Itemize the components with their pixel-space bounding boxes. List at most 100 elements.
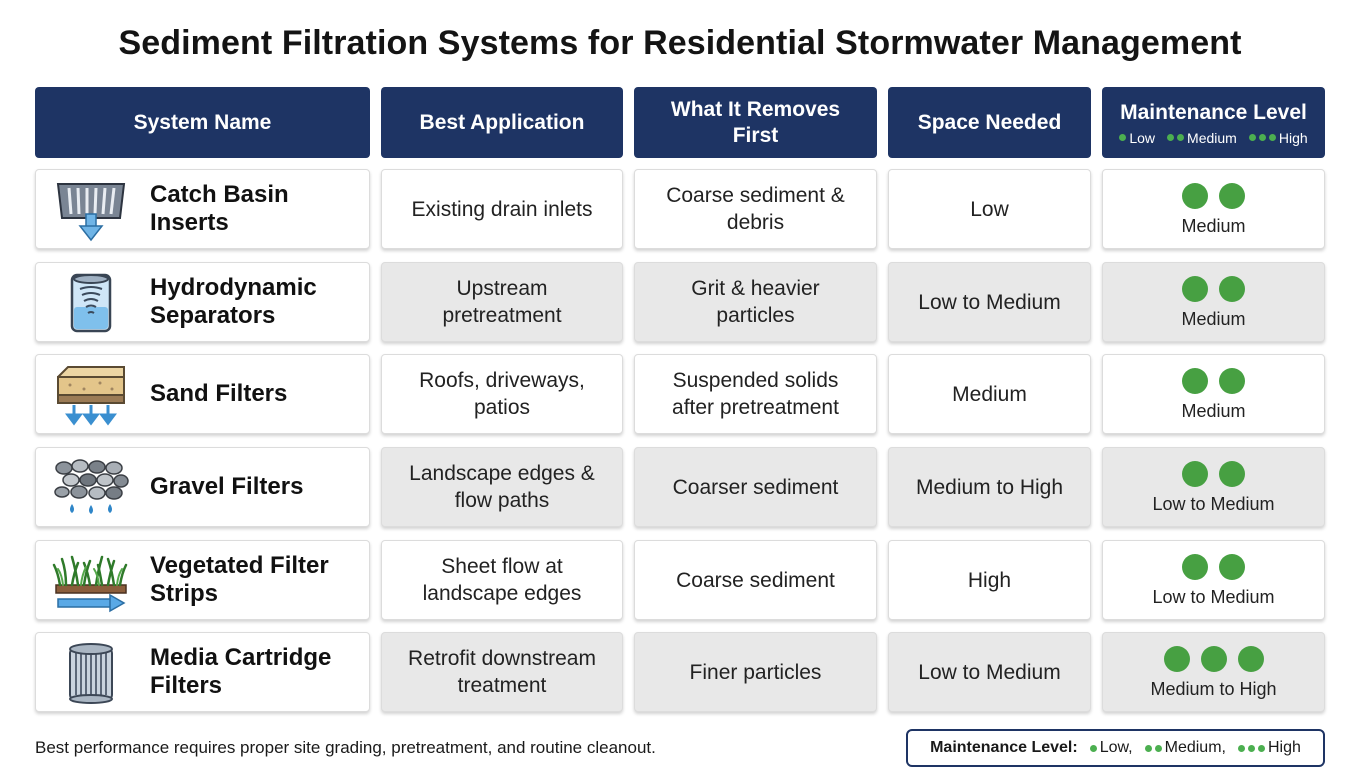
table-cell-application: Roofs, driveways, patios: [381, 354, 623, 434]
legend-medium: Medium,: [1144, 739, 1226, 757]
space-needed: Low to Medium: [918, 290, 1061, 314]
maintenance-dot: [1219, 554, 1245, 580]
header-system-name: System Name: [35, 87, 370, 158]
maintenance-dots: [1182, 183, 1245, 209]
space-needed: Medium to High: [915, 475, 1064, 499]
table-cell-maintenance: Medium: [1102, 169, 1325, 249]
best-application: Landscape edges & flow paths: [409, 462, 595, 512]
best-application: Existing drain inlets: [411, 197, 593, 221]
table-cell-name: Gravel Filters: [35, 447, 370, 527]
system-name: Vegetated Filter Strips: [150, 552, 329, 607]
catch-basin-grate-icon: [50, 178, 132, 242]
header-removes-first-label: What It Removes First: [670, 97, 841, 147]
removes-first: Coarse sediment: [676, 568, 835, 592]
table-cell-space: High: [888, 540, 1091, 620]
maintenance-dot: [1182, 276, 1208, 302]
maintenance-level: Medium: [1181, 309, 1246, 329]
maintenance-key-low-label: Low: [1129, 129, 1156, 146]
maintenance-level: Medium: [1181, 401, 1246, 421]
footnote: Best performance requires proper site gr…: [35, 738, 656, 757]
table-cell-maintenance: Medium to High: [1102, 632, 1325, 712]
header-space-needed: Space Needed: [888, 87, 1091, 158]
maintenance-dot: [1219, 461, 1245, 487]
best-application: Retrofit downstream treatment: [408, 647, 596, 697]
removes-first: Grit & heavier particles: [691, 277, 820, 327]
maintenance-dot: [1182, 461, 1208, 487]
table-cell-application: Retrofit downstream treatment: [381, 632, 623, 712]
table-cell-maintenance: Low to Medium: [1102, 540, 1325, 620]
maintenance-key-medium-label: Medium: [1187, 129, 1237, 146]
maintenance-dots: [1182, 368, 1245, 394]
system-name: Media Cartridge Filters: [150, 644, 332, 699]
removes-first: Coarse sediment & debris: [666, 184, 845, 234]
page-title: Sediment Filtration Systems for Resident…: [118, 24, 1242, 62]
header-space-needed-label: Space Needed: [917, 110, 1062, 134]
table-cell-removes: Coarser sediment: [634, 447, 877, 527]
maintenance-key-high-label: High: [1278, 129, 1308, 146]
table-cell-name: Catch Basin Inserts: [35, 169, 370, 249]
table-cell-application: Upstream pretreatment: [381, 262, 623, 342]
table-cell-removes: Finer particles: [634, 632, 877, 712]
removes-first: Coarser sediment: [672, 475, 839, 499]
table-cell-application: Existing drain inlets: [381, 169, 623, 249]
best-application: Sheet flow at landscape edges: [422, 555, 582, 605]
maintenance-key-low: Low: [1119, 130, 1155, 146]
maintenance-dots: [1182, 276, 1245, 302]
maintenance-key: Low Medium High: [1119, 129, 1308, 146]
table-cell-name: Hydrodynamic Separators: [35, 262, 370, 342]
table-cell-space: Low to Medium: [888, 262, 1091, 342]
table-cell-application: Landscape edges & flow paths: [381, 447, 623, 527]
cartridge-filter-icon: [50, 641, 132, 705]
maintenance-dots: [1163, 646, 1264, 672]
vortex-separator-icon: [50, 271, 132, 335]
table-cell-maintenance: Low to Medium: [1102, 447, 1325, 527]
space-needed: Low to Medium: [918, 660, 1061, 684]
header-system-name-label: System Name: [133, 110, 272, 134]
removes-first: Suspended solids after pretreatment: [672, 369, 839, 419]
header-best-application-label: Best Application: [419, 110, 585, 134]
maintenance-dot: [1219, 276, 1245, 302]
table-cell-maintenance: Medium: [1102, 354, 1325, 434]
space-needed: Low: [970, 197, 1009, 221]
maintenance-dots: [1182, 461, 1245, 487]
table-cell-removes: Coarse sediment & debris: [634, 169, 877, 249]
grass-strip-icon: [50, 549, 132, 613]
table-cell-space: Low: [888, 169, 1091, 249]
space-needed: Medium: [952, 382, 1027, 406]
maintenance-dot: [1200, 646, 1227, 672]
maintenance-dots: [1182, 554, 1245, 580]
maintenance-key-medium: Medium: [1167, 130, 1237, 146]
legend-high-label: High: [1267, 739, 1301, 756]
table-cell-space: Medium to High: [888, 447, 1091, 527]
header-best-application: Best Application: [381, 87, 623, 158]
maintenance-key-high: High: [1248, 129, 1308, 146]
table-cell-maintenance: Medium: [1102, 262, 1325, 342]
system-name: Gravel Filters: [150, 473, 304, 500]
removes-first: Finer particles: [689, 660, 822, 684]
system-name: Catch Basin Inserts: [150, 181, 289, 236]
maintenance-level: Medium: [1181, 216, 1246, 236]
maintenance-level: Low to Medium: [1152, 587, 1275, 607]
table-cell-space: Medium: [888, 354, 1091, 434]
table-cell-removes: Coarse sediment: [634, 540, 877, 620]
maintenance-dot: [1182, 368, 1208, 394]
maintenance-dot: [1219, 368, 1245, 394]
maintenance-dot: [1182, 183, 1208, 209]
maintenance-level: Low to Medium: [1152, 494, 1275, 514]
table-cell-application: Sheet flow at landscape edges: [381, 540, 623, 620]
best-application: Roofs, driveways, patios: [419, 369, 585, 419]
maintenance-dot: [1219, 183, 1245, 209]
maintenance-level: Medium to High: [1150, 679, 1277, 699]
maintenance-legend: Maintenance Level: Low, Medium, High: [906, 729, 1325, 767]
system-name: Sand Filters: [150, 380, 288, 407]
maintenance-dot: [1163, 646, 1190, 672]
legend-low: Low,: [1089, 739, 1133, 757]
maintenance-dot: [1182, 554, 1208, 580]
gravel-filter-icon: [50, 456, 132, 520]
table-cell-removes: Suspended solids after pretreatment: [634, 354, 877, 434]
table-cell-space: Low to Medium: [888, 632, 1091, 712]
legend-high: High: [1237, 739, 1301, 757]
table-cell-name: Media Cartridge Filters: [35, 632, 370, 712]
best-application: Upstream pretreatment: [442, 277, 562, 327]
header-maintenance-level-label: Maintenance Level: [1120, 100, 1307, 124]
